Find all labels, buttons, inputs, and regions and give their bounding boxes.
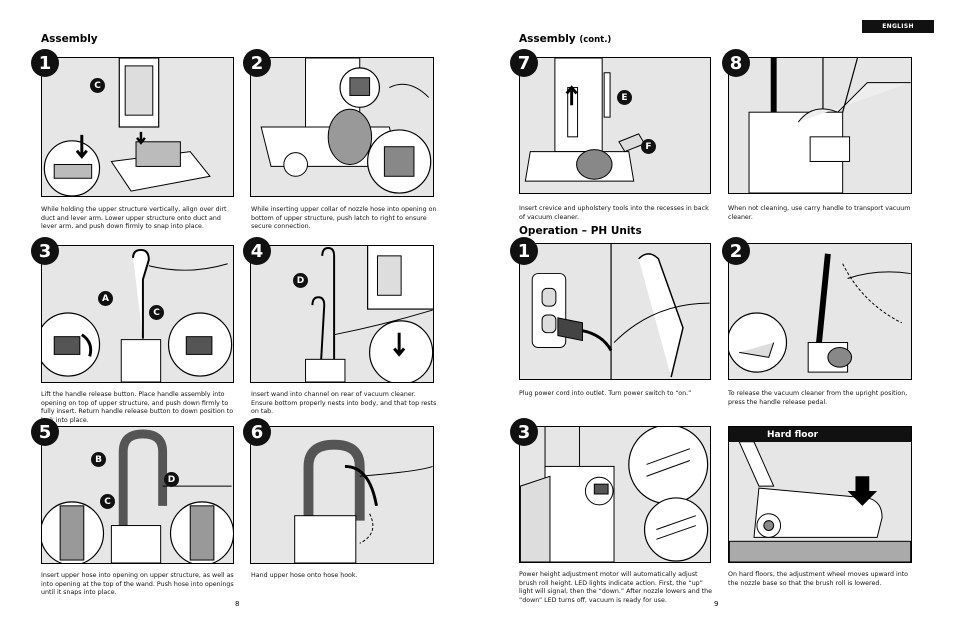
operation-section-title: Operation – PH Units (519, 225, 642, 237)
operation-step-2-caption: To release the vacuum cleaner from the u… (728, 390, 908, 406)
right-section-title-suffix: (cont.) (579, 35, 612, 45)
hard-floor-panel: Hard floor (728, 426, 912, 563)
step-3-number: 3 (31, 237, 59, 265)
step-5-number: 5 (31, 418, 59, 446)
hard-floor-illustration (729, 441, 911, 562)
step-6-illustration (294, 439, 433, 563)
operation-step-1-illustration (531, 244, 710, 379)
step-1-caption: While holding the upper structure vertic… (41, 206, 227, 231)
operation-step-3-panel (519, 426, 711, 563)
step-1-label-c: C (90, 78, 105, 93)
step-3-caption: Lift the handle release button. Place ha… (41, 391, 234, 424)
operation-step-2-number: 2 (722, 237, 750, 265)
step-6-number: 6 (243, 418, 271, 446)
right-section-title-text: Assembly (519, 33, 576, 45)
step-7-illustration (524, 58, 646, 182)
step-5-label-c: C (100, 494, 115, 509)
right-page-number: 9 (714, 600, 719, 608)
step-3-label-c: C (149, 305, 164, 320)
step-8-number: 8 (722, 49, 750, 77)
step-3-label-a: A (98, 291, 113, 306)
operation-step-1-number: 1 (510, 237, 538, 265)
step-8-panel (728, 57, 912, 194)
step-2-panel (250, 57, 434, 197)
language-tab: ENGLISH (862, 20, 934, 33)
step-3-illustration (42, 248, 233, 382)
step-5-panel (41, 426, 234, 564)
step-8-caption: When not cleaning, use carry handle to t… (728, 205, 911, 221)
hard-floor-title: Hard floor (729, 427, 911, 442)
step-2-illustration (260, 58, 432, 194)
step-1-panel (41, 57, 234, 197)
step-1-number: 1 (31, 49, 59, 77)
right-section-title: Assembly (cont.) (519, 33, 611, 45)
step-4-panel (250, 245, 434, 383)
step-3-panel (41, 245, 234, 383)
hard-floor-caption: On hard floors, the adjustment wheel mov… (728, 571, 909, 587)
step-4-illustration (305, 246, 433, 382)
left-page-number: 8 (235, 600, 240, 608)
step-5-label-d: D (164, 472, 179, 487)
operation-step-2-panel (728, 243, 912, 380)
step-7-panel (519, 57, 711, 194)
operation-step-1-caption: Plug power cord into outlet. Turn power … (519, 390, 692, 397)
step-4-caption: Insert wand into channel on rear of vacu… (251, 391, 437, 416)
step-1-illustration (43, 58, 211, 196)
operation-step-3-caption: Power height adjustment motor will autom… (519, 571, 713, 604)
step-4-label-d: D (293, 273, 308, 288)
operation-step-3-illustration (520, 427, 709, 562)
left-section-title: Assembly (41, 33, 98, 45)
operation-step-2-illustration (729, 253, 911, 373)
step-7-caption: Insert crevice and upholstery tools into… (519, 205, 709, 221)
step-4-number: 4 (243, 237, 271, 265)
step-2-caption: While inserting upper collar of nozzle h… (251, 206, 437, 231)
operation-step-3-number: 3 (510, 418, 538, 446)
step-2-number: 2 (243, 49, 271, 77)
step-6-caption: Hand upper hose onto hose hook. (251, 572, 358, 579)
step-8-illustration (748, 58, 911, 193)
step-7-number: 7 (510, 49, 538, 77)
step-7-label-e: E (617, 90, 632, 105)
step-6-panel (250, 426, 434, 564)
step-5-caption: Insert upper hose into opening on upper … (41, 572, 234, 597)
step-5-illustration (42, 429, 233, 563)
step-7-label-f: F (641, 139, 656, 154)
operation-step-1-panel (519, 243, 711, 380)
step-5-label-b: B (91, 452, 106, 467)
